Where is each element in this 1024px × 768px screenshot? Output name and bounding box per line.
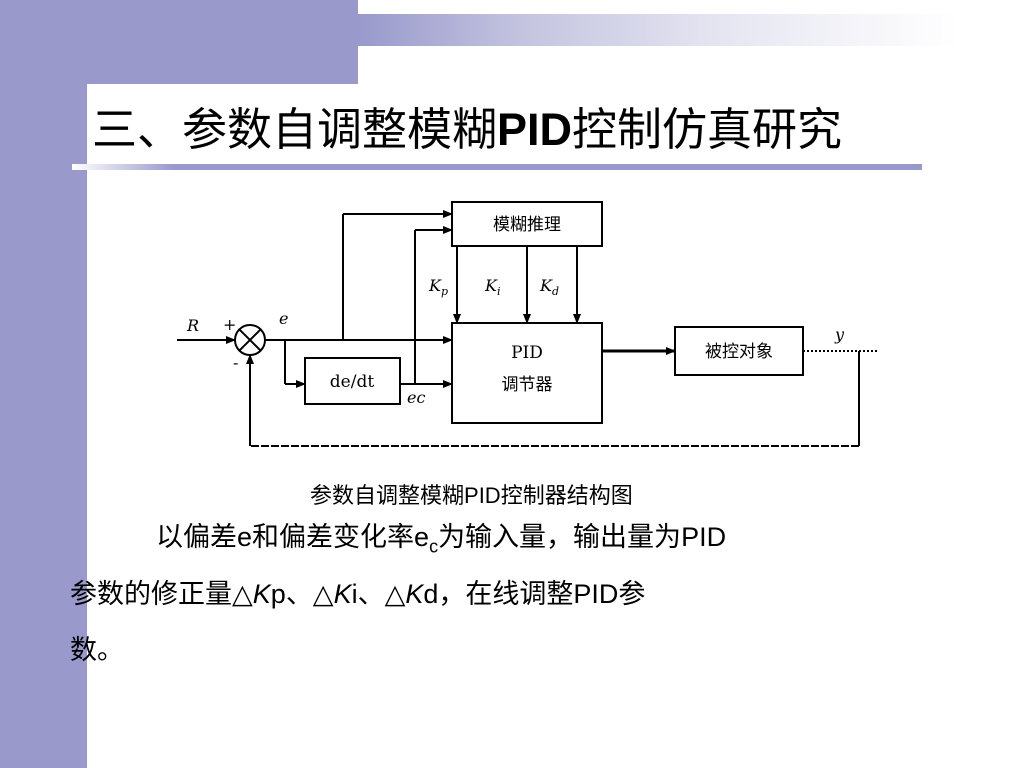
derivative-block-label: de/dt xyxy=(330,372,375,392)
top-decoration-block xyxy=(87,0,358,84)
fuzzy-inference-block xyxy=(451,201,603,247)
title-underline xyxy=(72,164,922,170)
pid-control-diagram: 模糊推理 PID 调节器 de/dt 被控对象 R + - e ec y Kp … xyxy=(165,190,885,474)
fuzzy-block-label: 模糊推理 xyxy=(493,215,561,235)
body-text-line-2: 参数的修正量△Kp、△Ki、△Kd，在线调整PID参 xyxy=(70,579,646,610)
label-ec: ec xyxy=(407,388,425,407)
label-minus: - xyxy=(233,353,238,372)
label-ki: Ki xyxy=(484,276,500,298)
label-e: e xyxy=(279,309,288,328)
label-plus: + xyxy=(223,315,236,334)
pid-controller-block xyxy=(451,322,603,424)
plant-block-label: 被控对象 xyxy=(705,342,773,362)
label-R: R xyxy=(186,316,199,335)
body-text-line-3: 数。 xyxy=(70,635,124,666)
label-y: y xyxy=(834,325,845,344)
body-text-line-1: 以偏差e和偏差变化率ec为输入量，输出量为PID xyxy=(156,522,727,557)
label-kd: Kd xyxy=(539,276,559,298)
pid-block-label-1: PID xyxy=(511,343,543,363)
derivative-block xyxy=(304,357,401,405)
sidebar-decoration xyxy=(0,0,87,768)
page-title: 三、参数自调整模糊PID控制仿真研究 xyxy=(92,103,843,156)
top-gradient-bar xyxy=(358,14,1024,46)
diagram-caption: 参数自调整模糊PID控制器结构图 xyxy=(310,483,633,509)
pid-block-label-2: 调节器 xyxy=(502,375,553,395)
label-kp: Kp xyxy=(428,276,448,298)
plant-block xyxy=(674,326,804,376)
